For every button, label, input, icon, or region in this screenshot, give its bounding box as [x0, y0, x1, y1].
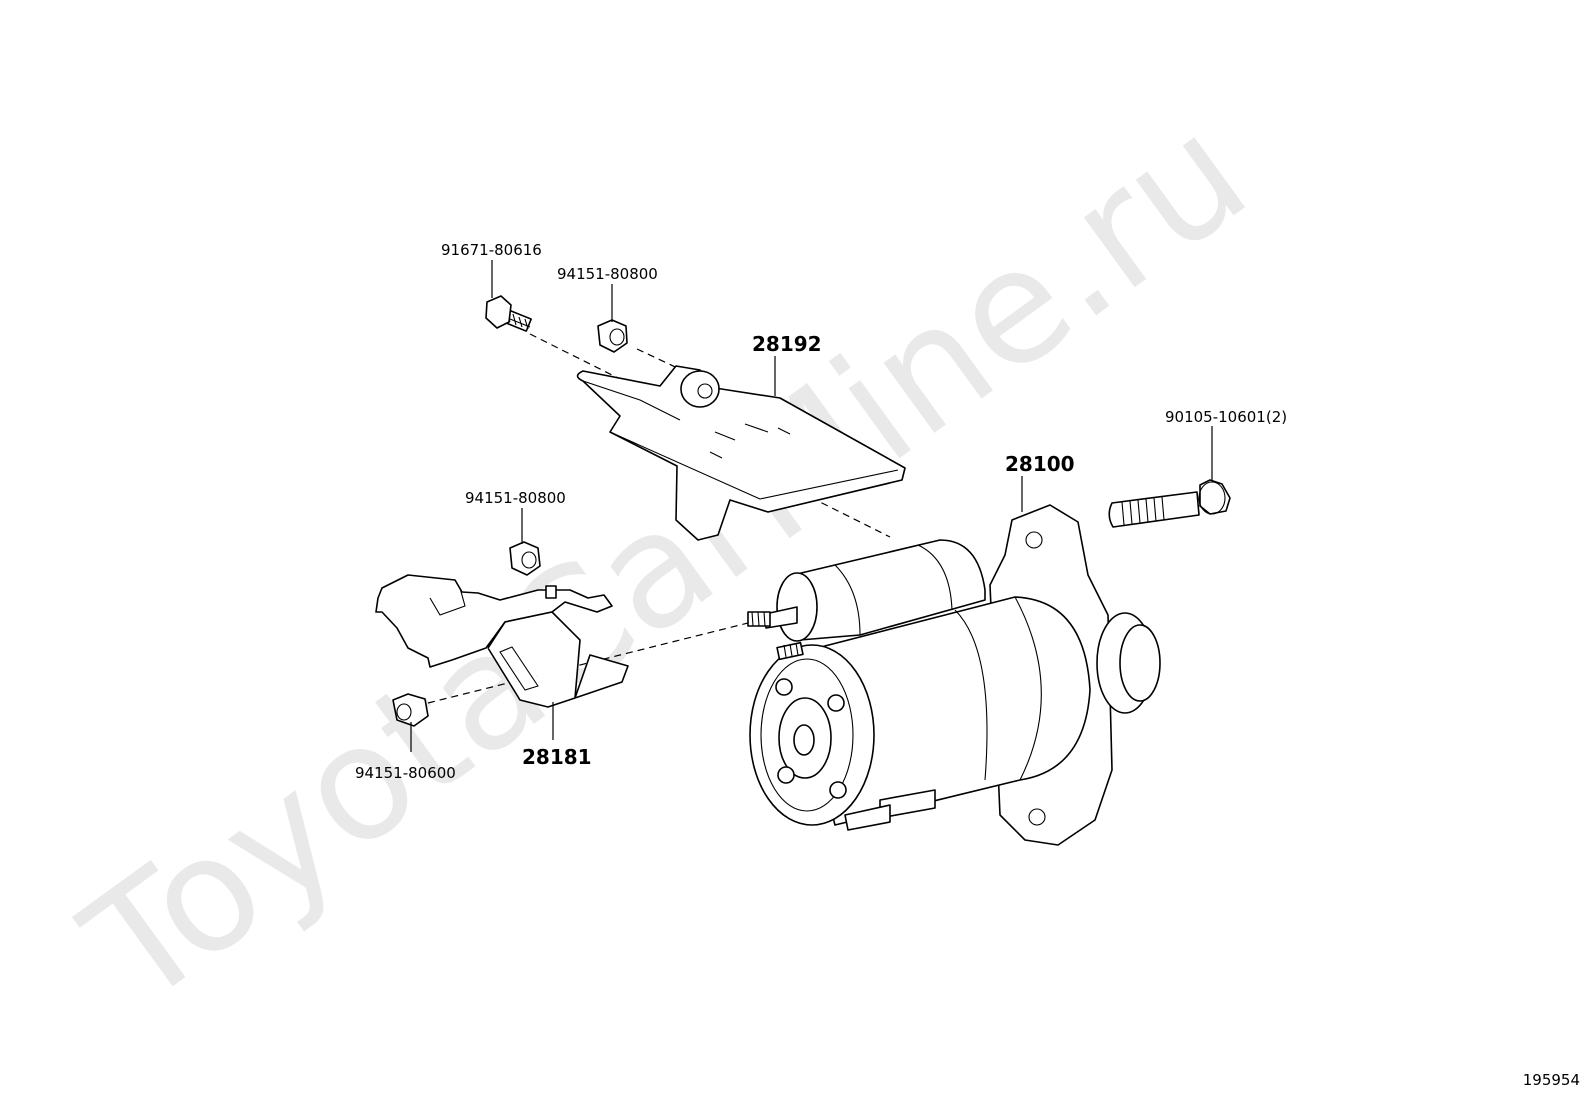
callout-nut-mid: 94151-80800	[465, 489, 566, 507]
assembly-line-nut-top	[636, 348, 687, 373]
bracket-cover-28192	[576, 365, 906, 541]
nut-94151-80800-mid	[509, 541, 541, 576]
callout-bolt-top: 91671-80616	[441, 241, 542, 259]
figure-number: 195954	[1522, 1071, 1580, 1089]
callout-bracket-cover: 28192	[752, 332, 822, 356]
callout-terminal-cover: 28181	[522, 745, 592, 769]
watermark: ToyotaCarMine.ru	[53, 81, 1279, 1042]
callout-bolt-right: 90105-10601(2)	[1165, 408, 1287, 426]
callout-nut-top: 94151-80800	[557, 265, 658, 283]
bolt-91671-80616	[485, 295, 532, 332]
assembly-line-terminal	[427, 621, 753, 704]
assembly-line-bolt-top	[529, 333, 619, 379]
callout-starter: 28100	[1005, 452, 1075, 476]
terminal-cover-28181	[375, 574, 629, 708]
callout-nut-bottom: 94151-80600	[355, 764, 456, 782]
nut-94151-80800-top	[597, 319, 628, 353]
starter-28100	[747, 504, 1161, 846]
bolt-90105-10601	[1108, 479, 1231, 528]
nut-94151-80600-bottom	[392, 693, 429, 727]
